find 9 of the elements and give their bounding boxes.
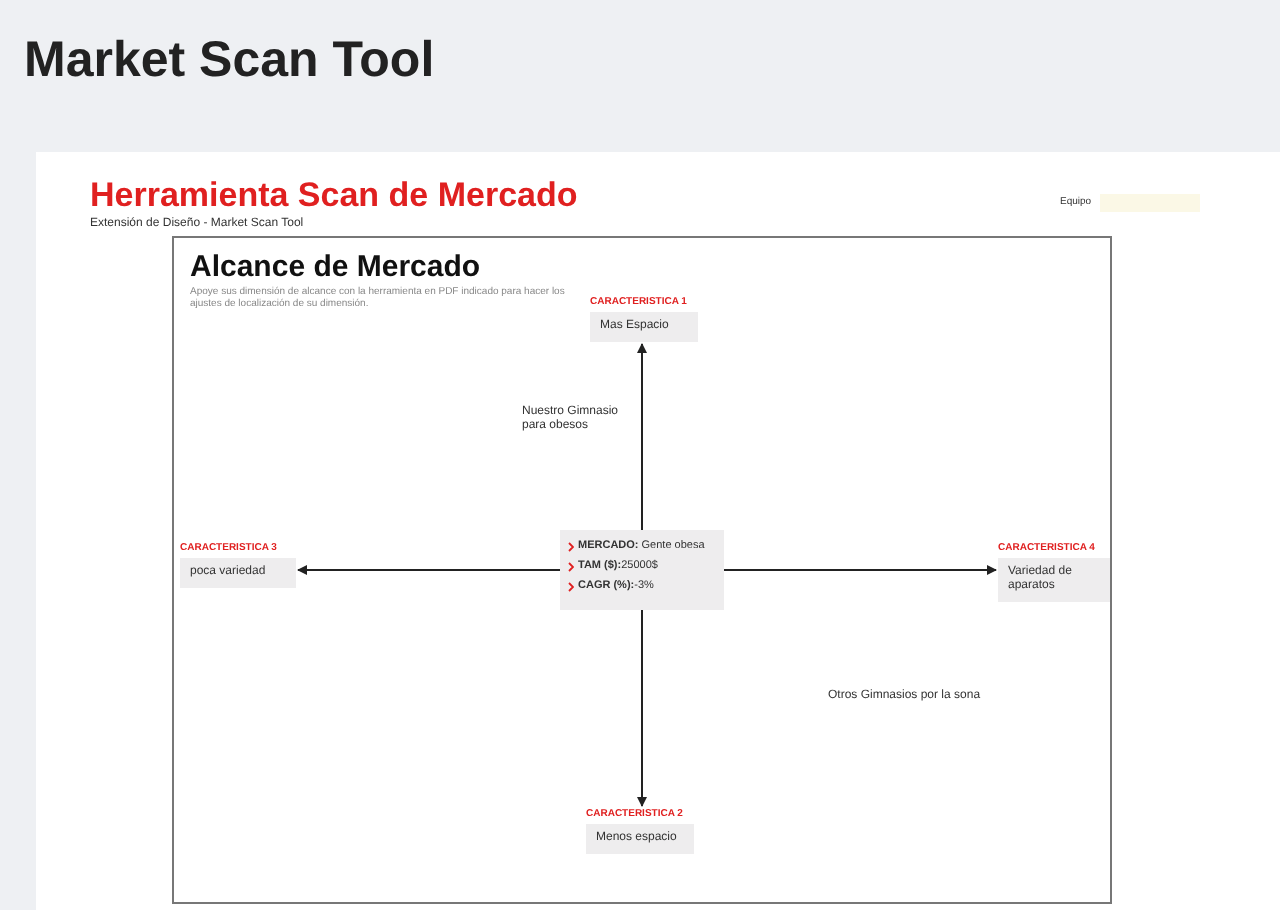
- arrow: [637, 343, 647, 531]
- market-info-box: [560, 530, 724, 610]
- document-title: Herramienta Scan de Mercado: [90, 176, 578, 216]
- arrow: [723, 565, 997, 575]
- panel-heading: Alcance de Mercado: [190, 250, 481, 284]
- arrow: [297, 565, 561, 575]
- arrow: [637, 609, 647, 807]
- chart-panel: [172, 236, 1112, 904]
- page-title: Market Scan Tool: [24, 32, 435, 90]
